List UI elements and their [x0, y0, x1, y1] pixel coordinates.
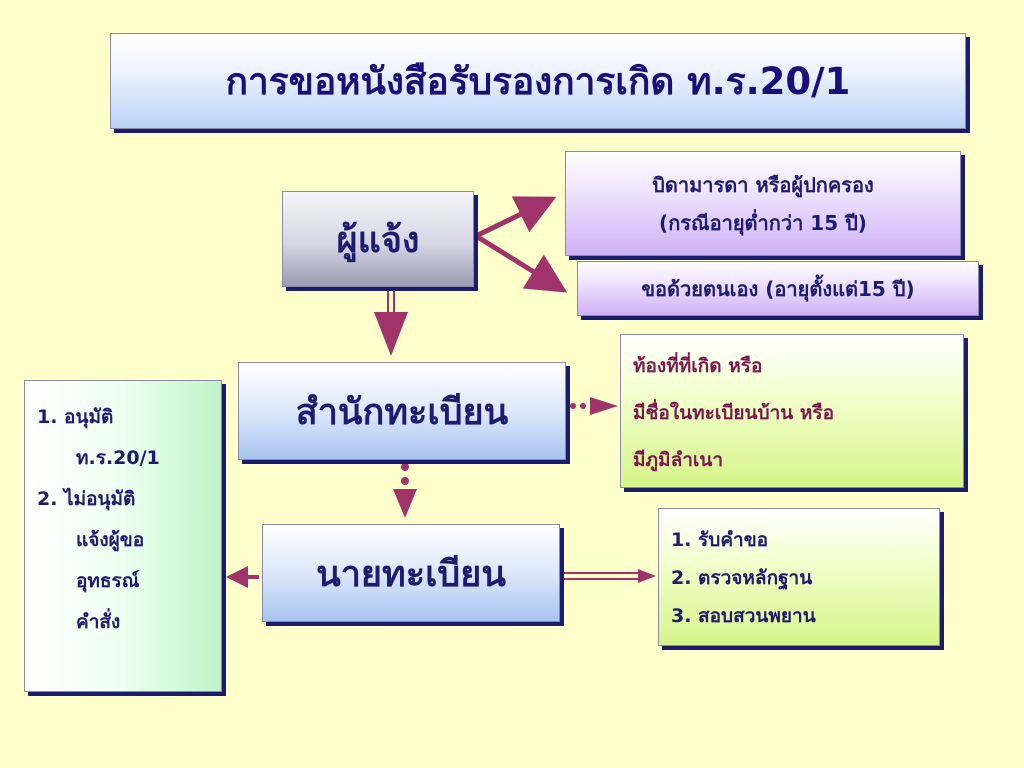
- outcome-reject-line: อุทธรณ์: [76, 570, 140, 592]
- box-self-request: ขอด้วยตนเอง (อายุตั้งแต่15 ปี): [577, 261, 979, 316]
- outcome-reject-line: คำสั่ง: [76, 611, 121, 633]
- outcome-approve-form: ท.ร.20/1: [76, 447, 160, 469]
- page-title: การขอหนังสือรับรองการเกิด ท.ร.20/1: [225, 59, 851, 103]
- dot-registry-down-2: [401, 477, 409, 485]
- arrowhead-registrar-to-tasks: [638, 569, 656, 583]
- parent-line-2: (กรณีอายุต่ำกว่า 15 ปี): [659, 210, 867, 235]
- node-registry-office: สำนักทะเบียน: [238, 362, 566, 460]
- task-item: 2. ตรวจหลักฐาน: [671, 567, 813, 589]
- self-request-label: ขอด้วยตนเอง (อายุตั้งแต่15 ปี): [641, 276, 915, 301]
- node-registrar: นายทะเบียน: [262, 524, 560, 622]
- outcome-approve: 1. อนุมัติ: [37, 406, 114, 428]
- title-box: การขอหนังสือรับรองการเกิด ท.ร.20/1: [110, 33, 966, 129]
- dot-registry-down-1: [401, 463, 409, 471]
- box-registrar-tasks: 1. รับคำขอ 2. ตรวจหลักฐาน 3. สอบสวนพยาน: [658, 508, 940, 646]
- box-parent-guardian: บิดามารดา หรือผู้ปกครอง (กรณีอายุต่ำกว่า…: [565, 151, 961, 256]
- box-outcome: 1. อนุมัติ ท.ร.20/1 2. ไม่อนุมัติ แจ้งผู…: [24, 380, 222, 692]
- arrow-to-parent: [474, 196, 557, 239]
- dot-registry-right-1: [570, 403, 576, 409]
- task-item: 3. สอบสวนพยาน: [671, 605, 816, 627]
- outcome-reject-line: แจ้งผู้ขอ: [76, 529, 145, 551]
- arrowhead-registry-to-location: [590, 397, 618, 415]
- arrowhead-registrar-to-outcome: [226, 566, 248, 588]
- outcome-reject: 2. ไม่อนุมัติ: [37, 488, 136, 510]
- dot-registry-right-2: [580, 403, 586, 409]
- arrowhead-informant-to-registry: [374, 312, 408, 356]
- box-registry-location: ท้องที่ที่เกิด หรือ มีชื่อในทะเบียนบ้าน …: [620, 334, 964, 488]
- arrowhead-registry-to-registrar: [393, 489, 417, 518]
- arrow-to-self: [474, 233, 568, 293]
- parent-line-1: บิดามารดา หรือผู้ปกครอง: [652, 172, 874, 197]
- node-registrar-label: นายทะเบียน: [316, 553, 506, 595]
- node-informant-label: ผู้แจ้ง: [336, 219, 420, 261]
- node-informant: ผู้แจ้ง: [282, 191, 474, 287]
- location-line: มีชื่อในทะเบียนบ้าน หรือ: [633, 402, 834, 424]
- location-line: ท้องที่ที่เกิด หรือ: [633, 355, 763, 377]
- location-line: มีภูมิลำเนา: [633, 449, 724, 471]
- node-registry-label: สำนักทะเบียน: [295, 391, 509, 433]
- task-item: 1. รับคำขอ: [671, 529, 769, 551]
